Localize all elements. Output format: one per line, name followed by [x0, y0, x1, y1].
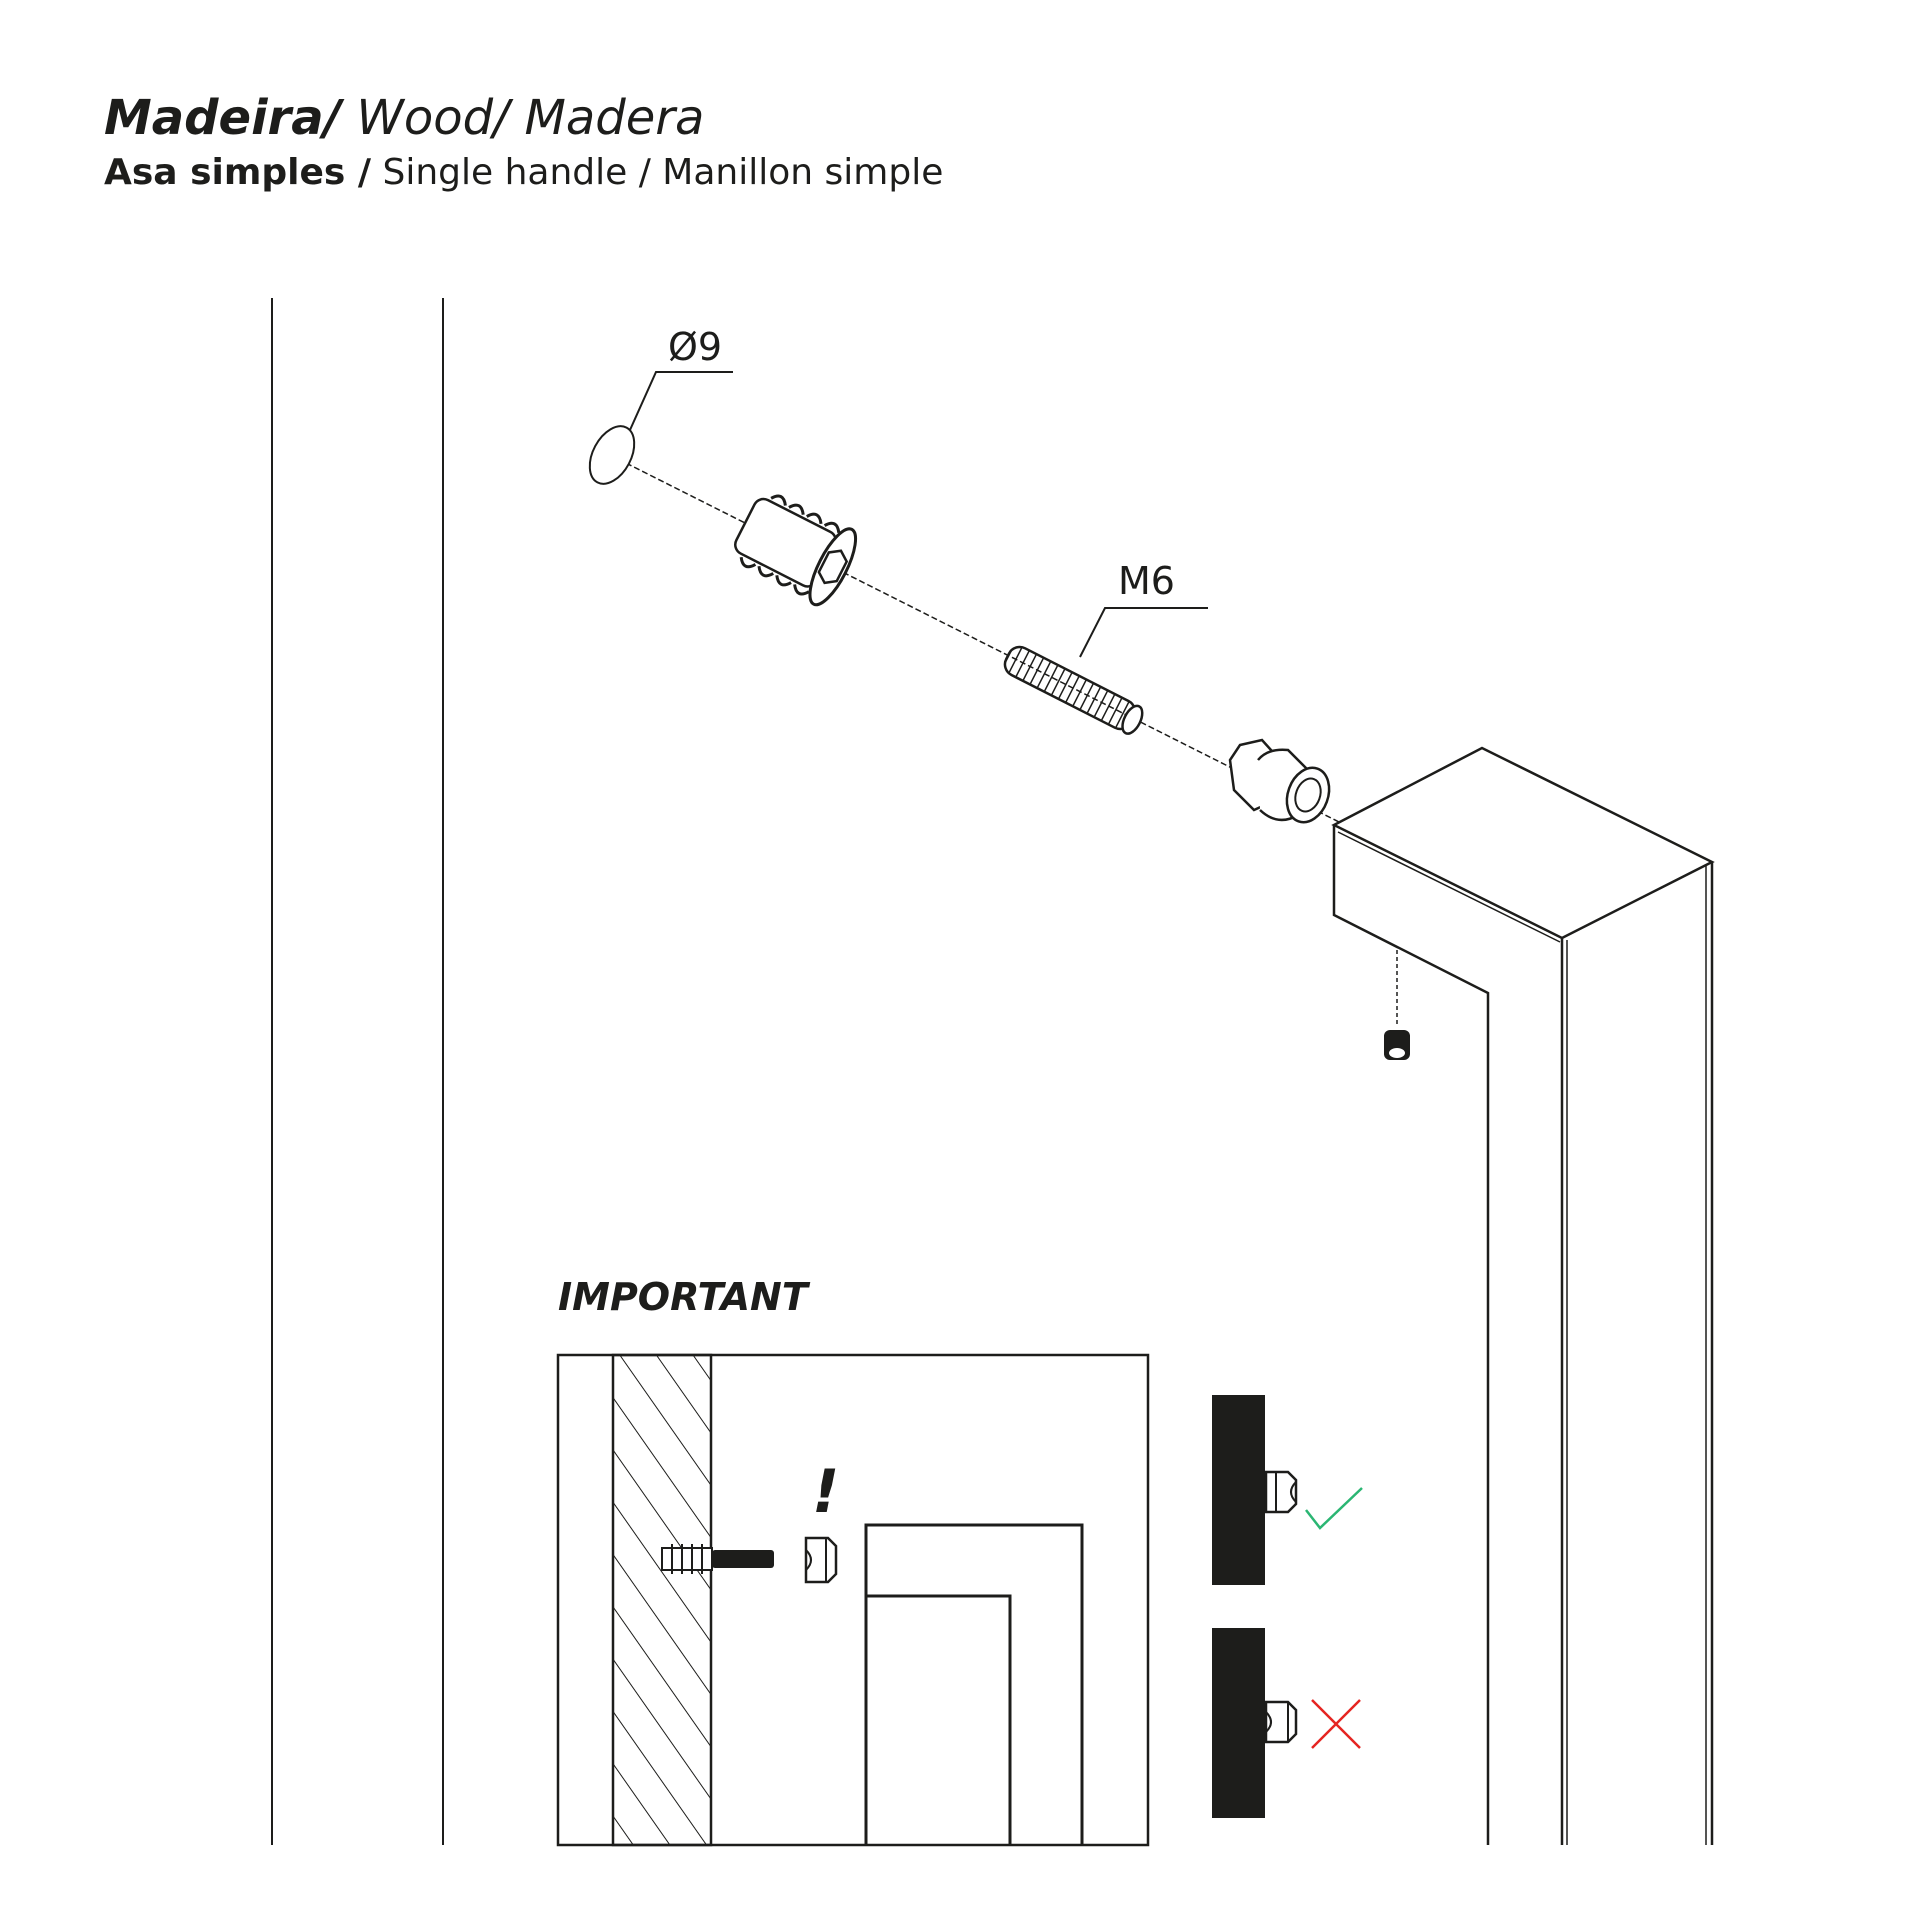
important-label: IMPORTANT: [558, 1275, 811, 1319]
correct-orientation: [1212, 1395, 1363, 1585]
wood-insert: [734, 494, 858, 607]
title-strong: Madeira/: [104, 90, 342, 146]
handle-profile-inner: [866, 1594, 1012, 1845]
page-subtitle: Asa simples / Single handle / Manillon s…: [104, 148, 943, 198]
drill-hole: Ø9: [588, 325, 733, 485]
handle-profile: [864, 1523, 1084, 1845]
door-edge: [271, 298, 444, 1845]
header: Madeira/ Wood/ Madera Asa simples / Sing…: [104, 88, 943, 198]
hole-diameter-label: Ø9: [668, 325, 722, 369]
screw-thread-label: M6: [1118, 559, 1175, 603]
subtitle-rest: Single handle / Manillon simple: [371, 152, 944, 193]
warning-mark: !: [812, 1457, 839, 1527]
detail-box: !: [556, 1353, 1150, 1847]
title-rest: Wood/ Madera: [341, 90, 705, 146]
assembly-axis: [609, 454, 1346, 826]
subtitle-strong: Asa simples /: [104, 152, 372, 193]
cross-icon: [1311, 1699, 1361, 1749]
threaded-rod-leader: M6: [1079, 559, 1208, 658]
page-title: Madeira/ Wood/ Madera: [104, 88, 943, 148]
check-icon: [1305, 1487, 1363, 1530]
detail-cap: [804, 1536, 838, 1584]
incorrect-orientation: [1212, 1628, 1361, 1818]
handle-bar: [1331, 746, 1715, 1845]
hex-cap: [1228, 738, 1331, 824]
threaded-rod: [1003, 645, 1144, 735]
detail-insert: [661, 1544, 774, 1574]
grub-screw: [1384, 950, 1410, 1060]
